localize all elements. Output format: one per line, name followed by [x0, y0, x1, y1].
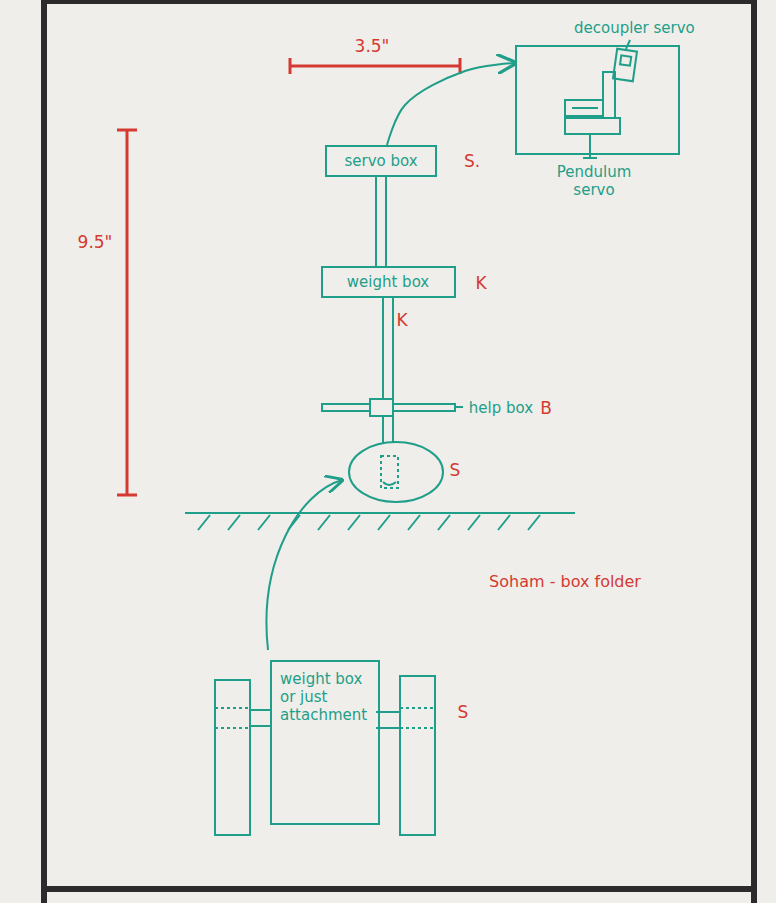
board-frame	[44, 0, 754, 903]
base-box: weight box or just attachment	[270, 660, 380, 825]
detail-arrow	[267, 480, 342, 650]
part-code: K	[394, 310, 409, 330]
detail-box: decoupler servoPendulum servo	[515, 45, 680, 155]
part-code: K	[473, 273, 488, 293]
pendulum-rod	[376, 177, 386, 266]
pendulum-rod	[376, 177, 386, 266]
box-label: servo box	[344, 152, 417, 170]
note: Soham - box folder	[487, 572, 643, 591]
help-box-bar	[322, 399, 463, 416]
dimension: 9.5"	[76, 232, 115, 252]
part-code: S	[448, 460, 463, 480]
servo-detail	[565, 40, 637, 158]
part-code: B	[538, 398, 554, 418]
detail-arrow	[387, 63, 515, 145]
ground	[185, 513, 575, 530]
servo-box: servo box	[325, 145, 437, 177]
detail-arrow	[387, 63, 515, 145]
dimension-lines	[117, 58, 460, 495]
servo-name: Pendulum servo	[547, 163, 641, 199]
pendulum-rod	[383, 296, 393, 443]
part-code: S.	[462, 151, 482, 171]
dimension: 3.5"	[353, 36, 392, 56]
part-name: help box	[467, 399, 535, 417]
weight-box: weight box	[321, 266, 456, 298]
servo-name: decoupler servo	[572, 19, 697, 37]
wheel	[349, 442, 443, 502]
part-code: S	[456, 702, 471, 722]
box-label: weight box or just attachment	[280, 670, 367, 724]
box-label: weight box	[347, 273, 429, 291]
